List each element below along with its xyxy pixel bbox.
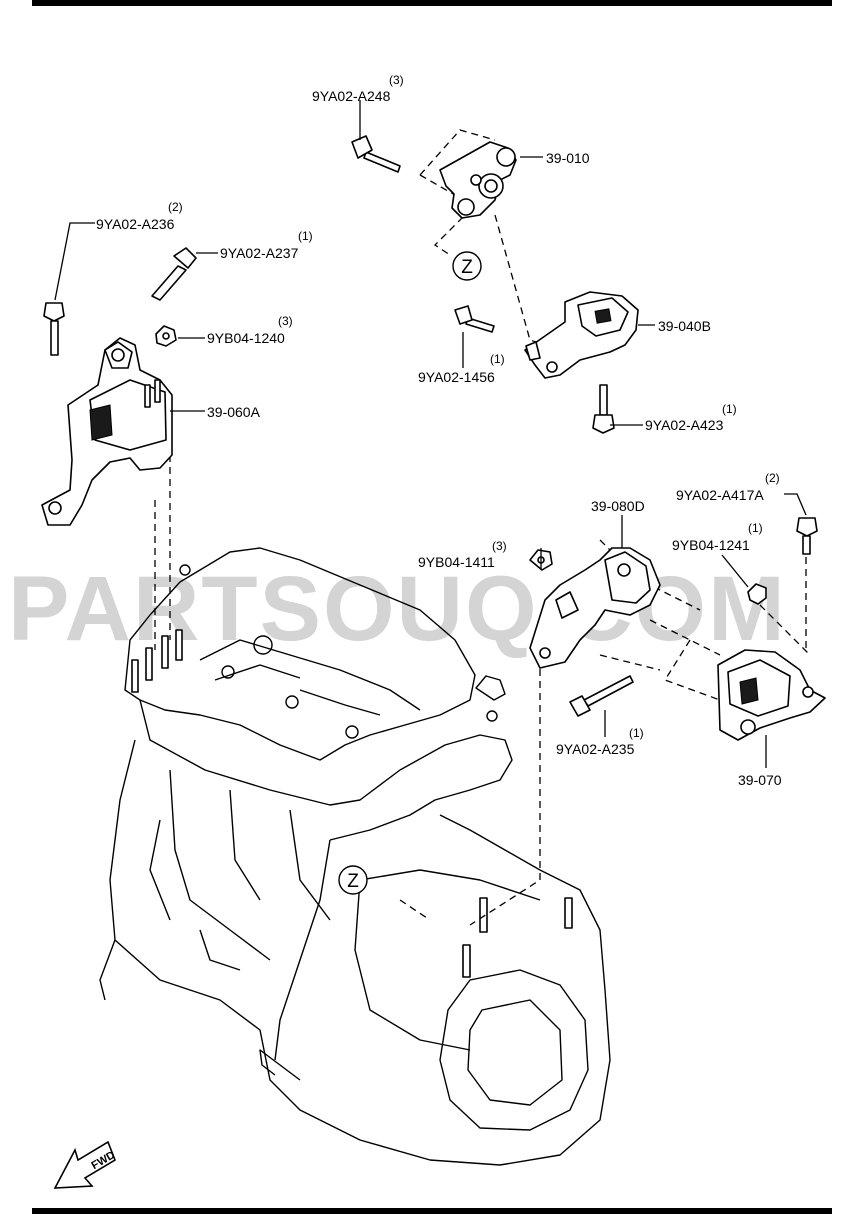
- svg-text:(1): (1): [722, 402, 737, 416]
- torque-rod-39-010: [439, 141, 517, 219]
- svg-text:Z: Z: [347, 871, 359, 892]
- svg-text:(3): (3): [278, 314, 293, 328]
- svg-text:(2): (2): [168, 200, 183, 214]
- svg-text:9YA02-A417A: 9YA02-A417A: [676, 487, 764, 503]
- block-studs-right: [462, 897, 573, 978]
- leader-lines: [54, 100, 807, 768]
- callout-39-080d: 39-080D: [591, 498, 645, 514]
- callout-9ya02-a423: (1) 9YA02-A423: [645, 402, 737, 433]
- svg-text:9YB04-1240: 9YB04-1240: [207, 330, 285, 346]
- svg-text:(3): (3): [492, 539, 507, 553]
- callout-9yb04-1240: (3) 9YB04-1240: [207, 314, 293, 346]
- svg-text:39-040B: 39-040B: [658, 318, 711, 334]
- bolt-9ya02-a248: [351, 135, 401, 173]
- svg-text:9YB04-1411: 9YB04-1411: [418, 554, 495, 570]
- svg-text:39-080D: 39-080D: [591, 498, 645, 514]
- view-z-marker-bottom: Z: [338, 865, 368, 895]
- bolt-9ya02-a417a: [796, 517, 818, 555]
- svg-text:9YB04-1241: 9YB04-1241: [672, 537, 750, 553]
- bolt-9ya02-a235: [569, 675, 634, 717]
- callout-39-070: 39-070: [738, 772, 782, 788]
- callout-9ya02-a248: (3) 9YA02-A248: [312, 73, 404, 104]
- callout-9ya02-a417a: (2) 9YA02-A417A: [676, 471, 780, 503]
- callout-39-040b: 39-040B: [658, 318, 711, 334]
- svg-text:9YA02-A248: 9YA02-A248: [312, 88, 391, 104]
- top-border-bar: [32, 0, 832, 6]
- rear-mount-39-040b: [524, 291, 639, 379]
- callout-39-010: 39-010: [546, 150, 590, 166]
- nut-9yb04-1241: [747, 583, 767, 605]
- block-studs-left: [131, 629, 183, 693]
- watermark: PARTSOUQ.COM: [8, 558, 787, 660]
- bolt-9ya02-1456: [454, 305, 495, 333]
- callout-9ya02-1456: (1) 9YA02-1456: [418, 352, 505, 385]
- svg-text:9YA02-A423: 9YA02-A423: [645, 417, 724, 433]
- engine-mount-39-060a: [41, 337, 173, 526]
- svg-text:39-060A: 39-060A: [207, 404, 261, 420]
- svg-text:(1): (1): [629, 726, 644, 740]
- svg-text:9YA02-A235: 9YA02-A235: [556, 741, 635, 757]
- svg-text:(1): (1): [298, 229, 313, 243]
- svg-text:(2): (2): [765, 471, 780, 485]
- view-z-marker-top: Z: [452, 251, 482, 281]
- svg-text:39-010: 39-010: [546, 150, 590, 166]
- svg-text:9YA02-1456: 9YA02-1456: [418, 369, 495, 385]
- callout-39-060a: 39-060A: [207, 404, 261, 420]
- svg-text:Z: Z: [461, 257, 473, 278]
- svg-text:(3): (3): [389, 73, 404, 87]
- engine-block: [99, 547, 611, 1166]
- transmission-mount-39-070: [717, 649, 826, 741]
- callout-9ya02-a237: (1) 9YA02-A237: [220, 229, 313, 261]
- nut-9yb04-1240: [155, 325, 177, 347]
- callout-9yb04-1411: (3) 9YB04-1411: [418, 539, 507, 570]
- callout-9ya02-a235: (1) 9YA02-A235: [556, 726, 644, 757]
- svg-text:39-070: 39-070: [738, 772, 782, 788]
- bolt-9ya02-a236: [43, 302, 65, 356]
- bracket-39-080d: [529, 547, 661, 669]
- svg-text:(1): (1): [748, 521, 763, 535]
- svg-text:9YA02-A237: 9YA02-A237: [220, 245, 299, 261]
- assembly-lines: [154, 129, 811, 926]
- bolt-9ya02-a237: [151, 247, 197, 301]
- callout-9yb04-1241: (1) 9YB04-1241: [672, 521, 763, 553]
- fwd-direction-arrow: FWD: [53, 1140, 117, 1189]
- bolt-9ya02-a423: [592, 384, 615, 434]
- svg-text:(1): (1): [490, 352, 505, 366]
- bottom-border-bar: [32, 1208, 832, 1214]
- callout-9ya02-a236: (2) 9YA02-A236: [96, 200, 183, 232]
- svg-text:9YA02-A236: 9YA02-A236: [96, 216, 175, 232]
